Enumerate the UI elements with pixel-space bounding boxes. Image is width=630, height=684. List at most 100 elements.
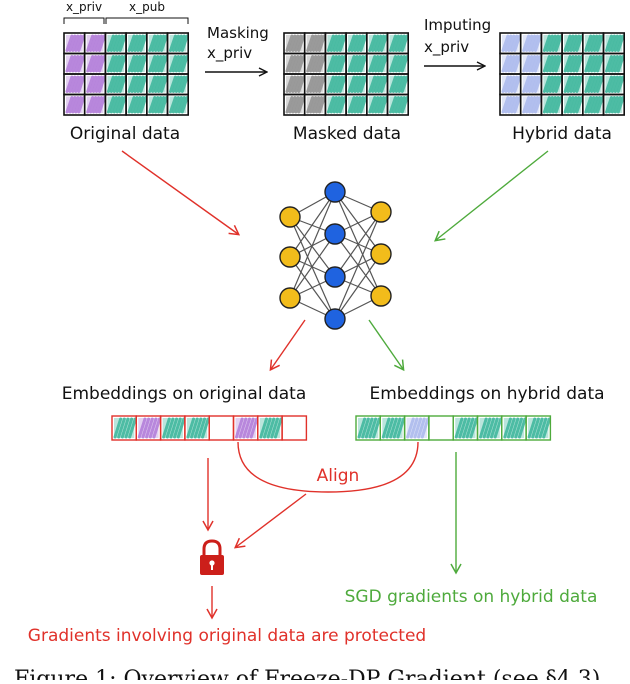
network-edges (289, 191, 382, 320)
grid-cell (347, 75, 368, 93)
grid-cell (584, 96, 604, 114)
network-edge (289, 191, 336, 258)
grid-cell (326, 34, 347, 52)
grid-cell (169, 55, 189, 73)
hidden-node (324, 266, 346, 288)
hybrid-to-network-arrow (434, 150, 549, 242)
grid-cell (65, 75, 86, 93)
output-node (370, 243, 392, 265)
grid-cell (65, 96, 86, 114)
masking-step-line2: x_priv (207, 44, 252, 63)
network-edge (289, 216, 336, 278)
hidden-node (324, 223, 346, 245)
embedding-cell (357, 417, 381, 439)
imputing-step: Imputing x_priv (424, 16, 491, 66)
grid-cell (389, 96, 409, 114)
grid-cell (169, 34, 189, 52)
grid-cell (306, 55, 326, 73)
grid-cell (65, 34, 86, 52)
grid-cell (501, 96, 522, 114)
grid-cell (368, 34, 388, 52)
x-pub-brace (105, 17, 189, 24)
embedding-cell (479, 417, 503, 439)
grid-cell (169, 75, 189, 93)
grid-cell (285, 75, 306, 93)
grid-cell (148, 96, 168, 114)
network-to-hybrid-embeddings-arrow (368, 319, 405, 372)
grid-cell (542, 96, 563, 114)
grid-cell-border (602, 93, 626, 116)
grid-cell (285, 96, 306, 114)
grid-cell (563, 75, 584, 93)
grid-cell (563, 55, 584, 73)
grid-cell (127, 96, 148, 114)
align-to-lock-arrow (233, 493, 307, 549)
network-edge (334, 211, 382, 320)
imputing-step-line1: Imputing (424, 16, 491, 34)
grid-cell (106, 75, 127, 93)
x-priv-brace (63, 17, 105, 24)
grid-cell (522, 55, 542, 73)
sgd-gradients-label: SGD gradients on hybrid data (345, 587, 598, 607)
original-to-network-arrow (121, 150, 241, 236)
grid-cell (605, 75, 625, 93)
grid-cell (563, 96, 584, 114)
embeddings-hybrid-label: Embeddings on hybrid data (369, 384, 604, 404)
grid-cell (106, 96, 127, 114)
input-node (279, 206, 301, 228)
embedding-cell (381, 417, 406, 439)
network-edge (334, 211, 382, 278)
embedding-cell (235, 417, 259, 439)
grid-cell (285, 55, 306, 73)
grid-cell (127, 55, 148, 73)
original-data-label: Original data (70, 124, 180, 144)
grid-cell (148, 75, 168, 93)
x-priv-label: x_priv (66, 0, 102, 14)
grid-cell-border (386, 93, 410, 116)
grid-cell (542, 75, 563, 93)
grid-cell (306, 75, 326, 93)
align-arc (237, 441, 419, 493)
grid-cell (347, 96, 368, 114)
grid-cell (605, 55, 625, 73)
grid-cell (127, 75, 148, 93)
grid-cell (86, 34, 106, 52)
output-node (370, 201, 392, 223)
network-edge (334, 253, 382, 320)
embedding-cell (162, 417, 186, 439)
grid-cell (389, 75, 409, 93)
network-to-original-embeddings-arrow (269, 319, 306, 372)
masking-step-line1: Masking (207, 24, 269, 42)
hidden-node (324, 181, 346, 203)
network-edge (289, 191, 336, 299)
embedding-cell (527, 417, 551, 439)
grid-cell (86, 75, 106, 93)
embedding-cell (137, 417, 162, 439)
neural-network (279, 181, 392, 330)
grid-cell (542, 55, 563, 73)
grid-cell (326, 75, 347, 93)
protected-gradients-label: Gradients involving original data are pr… (28, 626, 426, 646)
grid-cell (127, 34, 148, 52)
grid-cell (347, 55, 368, 73)
output-node (370, 285, 392, 307)
grid-cell (605, 96, 625, 114)
grid-cell (522, 75, 542, 93)
masked-data-label: Masked data (293, 124, 401, 144)
embedding-cell (186, 417, 210, 439)
grid-cell (522, 34, 542, 52)
input-node (279, 287, 301, 309)
embedding-cell-border (208, 415, 235, 441)
grid-cell (106, 55, 127, 73)
grid-cell (169, 96, 189, 114)
grid-cell (501, 75, 522, 93)
imputing-step-line2: x_priv (424, 38, 469, 57)
grid-cell (306, 96, 326, 114)
x-pub-label: x_pub (129, 0, 165, 14)
grid-cell (584, 34, 604, 52)
embeddings-original-vector (111, 415, 308, 441)
align-label: Align (317, 466, 360, 486)
grid-cell (148, 55, 168, 73)
grid-cell-border (166, 93, 190, 116)
